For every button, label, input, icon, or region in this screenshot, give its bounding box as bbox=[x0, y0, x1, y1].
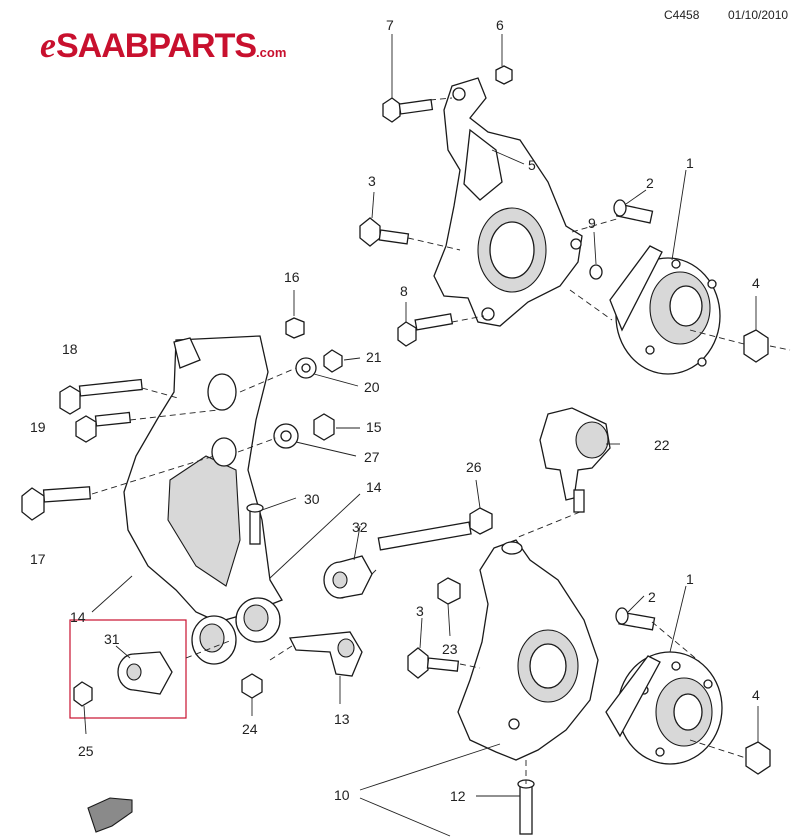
callout-25: 25 bbox=[78, 743, 94, 759]
callout-13: 13 bbox=[334, 711, 350, 727]
callout-4-lower: 4 bbox=[752, 687, 760, 703]
callout-14-right: 14 bbox=[366, 479, 382, 495]
bolt-30[interactable] bbox=[246, 503, 264, 545]
nut-25[interactable] bbox=[73, 681, 93, 707]
callout-18: 18 bbox=[62, 341, 78, 357]
steering-knuckle-upper[interactable] bbox=[433, 77, 583, 327]
callout-5: 5 bbox=[528, 157, 536, 173]
bolt-2-lower[interactable] bbox=[615, 607, 656, 631]
callout-22: 22 bbox=[654, 437, 670, 453]
bushing-front[interactable] bbox=[191, 615, 237, 665]
stud-12[interactable] bbox=[517, 779, 535, 835]
callout-19: 19 bbox=[30, 419, 46, 435]
callout-2-upper: 2 bbox=[646, 175, 654, 191]
callout-17: 17 bbox=[30, 551, 46, 567]
callout-27: 27 bbox=[364, 449, 380, 465]
callout-21: 21 bbox=[366, 349, 382, 365]
callout-26: 26 bbox=[466, 459, 482, 475]
callout-23: 23 bbox=[442, 641, 458, 657]
logo-com: .com bbox=[256, 45, 287, 60]
callout-15: 15 bbox=[366, 419, 382, 435]
logo-saab: SAAB bbox=[55, 27, 149, 65]
callout-6: 6 bbox=[496, 17, 504, 33]
washer-20[interactable] bbox=[295, 357, 317, 379]
bolt-26[interactable] bbox=[377, 507, 493, 551]
ball-joint-22[interactable] bbox=[539, 407, 611, 513]
nut-6[interactable] bbox=[495, 65, 513, 85]
callout-7: 7 bbox=[386, 17, 394, 33]
nut-4-upper[interactable] bbox=[743, 329, 769, 363]
washer-27[interactable] bbox=[273, 423, 299, 449]
callout-2-lower: 2 bbox=[648, 589, 656, 605]
callout-1-upper: 1 bbox=[686, 155, 694, 171]
callout-14-left: 14 bbox=[70, 609, 86, 625]
callout-9: 9 bbox=[588, 215, 596, 231]
callout-16: 16 bbox=[284, 269, 300, 285]
bolt-19[interactable] bbox=[75, 411, 132, 443]
callout-20: 20 bbox=[364, 379, 380, 395]
bolt-7[interactable] bbox=[382, 97, 434, 123]
logo-parts: PARTS bbox=[148, 27, 257, 65]
diagram-date: 01/10/2010 bbox=[728, 8, 789, 22]
callout-12: 12 bbox=[450, 788, 466, 804]
link-13[interactable] bbox=[288, 631, 363, 677]
bolt-18[interactable] bbox=[59, 378, 143, 415]
callout-4-upper: 4 bbox=[752, 275, 760, 291]
callout-32: 32 bbox=[352, 519, 368, 535]
bushing-31[interactable] bbox=[117, 651, 173, 695]
bushing-rear[interactable] bbox=[235, 597, 281, 643]
bolt-2-upper[interactable] bbox=[613, 199, 654, 224]
callout-3-upper: 3 bbox=[368, 173, 376, 189]
nut-23[interactable] bbox=[437, 577, 461, 605]
bushing-32[interactable] bbox=[323, 555, 373, 599]
nut-24[interactable] bbox=[241, 673, 263, 699]
bolt-17[interactable] bbox=[21, 486, 92, 521]
leader-lines bbox=[83, 34, 791, 837]
highlight-box bbox=[69, 619, 187, 719]
callout-1-lower: 1 bbox=[686, 571, 694, 587]
callout-31: 31 bbox=[104, 631, 120, 647]
callout-30: 30 bbox=[304, 491, 320, 507]
callout-3-lower: 3 bbox=[416, 603, 424, 619]
steering-knuckle-lower[interactable] bbox=[457, 539, 599, 761]
nut-16[interactable] bbox=[285, 317, 305, 339]
callout-24: 24 bbox=[242, 721, 258, 737]
bolt-3-lower[interactable] bbox=[407, 647, 460, 679]
front-direction-icon bbox=[87, 797, 133, 833]
callout-labels: 1 1 2 2 3 3 3 4 4 5 6 7 8 9 10 12 13 14 … bbox=[30, 17, 760, 804]
nut-4-lower[interactable] bbox=[745, 741, 771, 775]
logo-e: e bbox=[40, 25, 56, 65]
bolt-3-upper[interactable] bbox=[359, 217, 410, 247]
callout-8: 8 bbox=[400, 283, 408, 299]
wheel-hub-upper[interactable] bbox=[609, 245, 721, 375]
wheel-hub-lower[interactable] bbox=[605, 651, 723, 765]
nut-15[interactable] bbox=[313, 413, 335, 441]
callout-10: 10 bbox=[334, 787, 350, 803]
lower-control-arm[interactable] bbox=[123, 335, 283, 623]
esaabparts-logo[interactable]: eSAABPARTS.com bbox=[40, 24, 287, 65]
nut-21[interactable] bbox=[323, 349, 343, 373]
diagram-code: C4458 bbox=[664, 8, 700, 22]
washer-9[interactable] bbox=[589, 264, 603, 280]
